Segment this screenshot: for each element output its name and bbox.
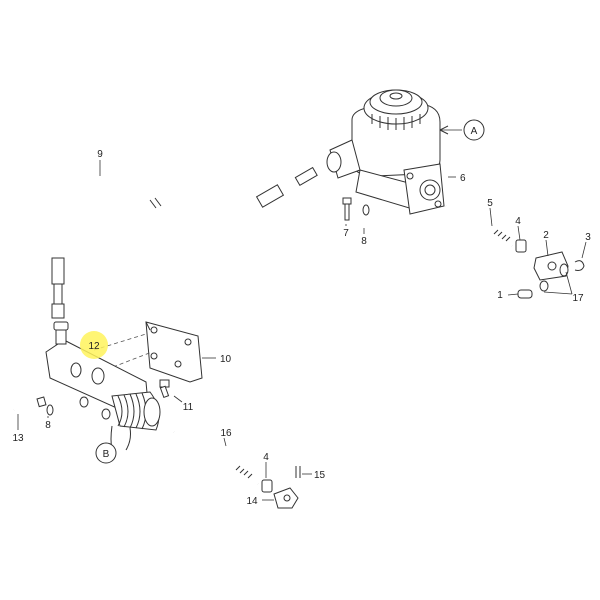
callout-b-label: B xyxy=(103,449,110,460)
push-rod-16 xyxy=(173,431,259,485)
label-2: 2 xyxy=(543,230,549,241)
label-10: 10 xyxy=(220,354,232,365)
callout-a-label: A xyxy=(471,126,478,137)
label-11: 11 xyxy=(183,402,194,413)
release-cylinder xyxy=(45,321,161,431)
highlight-marker xyxy=(80,331,108,359)
label-13: 13 xyxy=(12,433,24,444)
label-14: 14 xyxy=(246,496,258,507)
bolt-11 xyxy=(159,379,170,399)
callout-b: B xyxy=(95,425,131,464)
label-5: 5 xyxy=(487,198,493,209)
label-8-lower: 8 xyxy=(45,420,51,431)
nut-4-upper xyxy=(515,239,527,253)
label-16: 16 xyxy=(220,428,232,439)
push-rod-5 xyxy=(445,205,513,247)
label-6: 6 xyxy=(460,173,466,184)
clevis-14 xyxy=(273,487,299,509)
washer-8-upper xyxy=(362,204,370,216)
clip-3 xyxy=(574,260,585,271)
label-4-upper: 4 xyxy=(515,216,521,227)
bolt-7 xyxy=(342,197,352,221)
master-cylinder xyxy=(326,89,445,215)
label-12: 12 xyxy=(88,341,100,352)
clevis-2 xyxy=(533,251,569,281)
pin-15 xyxy=(295,466,301,478)
leader-lines xyxy=(17,160,587,501)
label-17: 17 xyxy=(572,293,584,304)
bracket-10 xyxy=(145,321,203,383)
part-labels: 9 6 5 4 2 3 1 17 7 8 12 10 11 13 8 16 4 … xyxy=(12,149,591,507)
label-9: 9 xyxy=(97,149,103,160)
bolt-13 xyxy=(13,396,47,411)
label-7: 7 xyxy=(343,228,349,239)
clutch-hose xyxy=(51,166,318,319)
label-4-lower: 4 xyxy=(263,452,269,463)
label-15: 15 xyxy=(314,470,326,481)
washer-17 xyxy=(539,280,549,292)
callout-a: A xyxy=(439,119,485,141)
label-1: 1 xyxy=(497,290,503,301)
label-3: 3 xyxy=(585,232,591,243)
label-8-upper: 8 xyxy=(361,236,367,247)
washer-8-lower xyxy=(46,404,54,416)
nut-4-lower xyxy=(261,479,273,493)
pin-1 xyxy=(517,289,533,299)
